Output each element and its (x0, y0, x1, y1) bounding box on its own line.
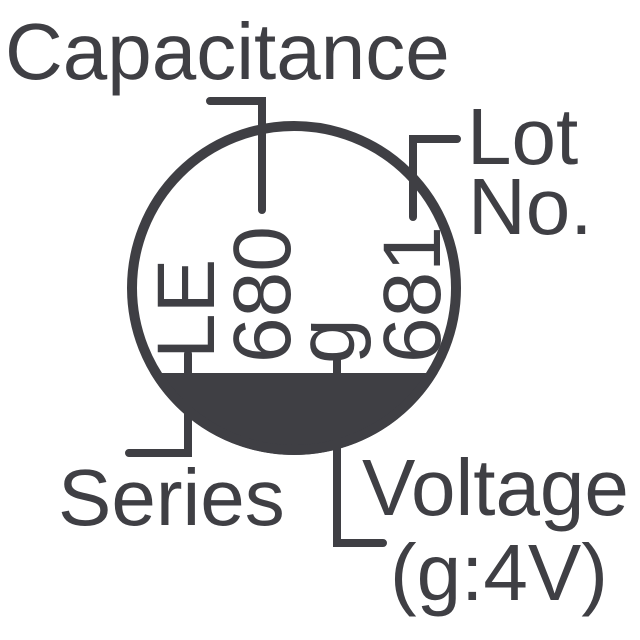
lot-no-label-line1: Lot (467, 92, 579, 181)
series-leader-line (125, 350, 192, 457)
voltage-label-line1: Voltage (362, 443, 629, 532)
capacitance-leader-line (206, 97, 266, 214)
marking-voltage-code: g (281, 318, 372, 364)
marking-series-code: LE (141, 258, 232, 359)
series-label: Series (58, 453, 285, 542)
capacitance-label: Capacitance (5, 7, 450, 96)
voltage-leader-line (333, 354, 387, 547)
voltage-label-line2: (g:4V) (390, 528, 608, 617)
lot-no-leader-line (409, 135, 461, 221)
capacitor-body-circle (127, 121, 461, 455)
marking-lot-code: 681 (367, 226, 458, 363)
lot-no-label-line2: No. (468, 162, 593, 251)
